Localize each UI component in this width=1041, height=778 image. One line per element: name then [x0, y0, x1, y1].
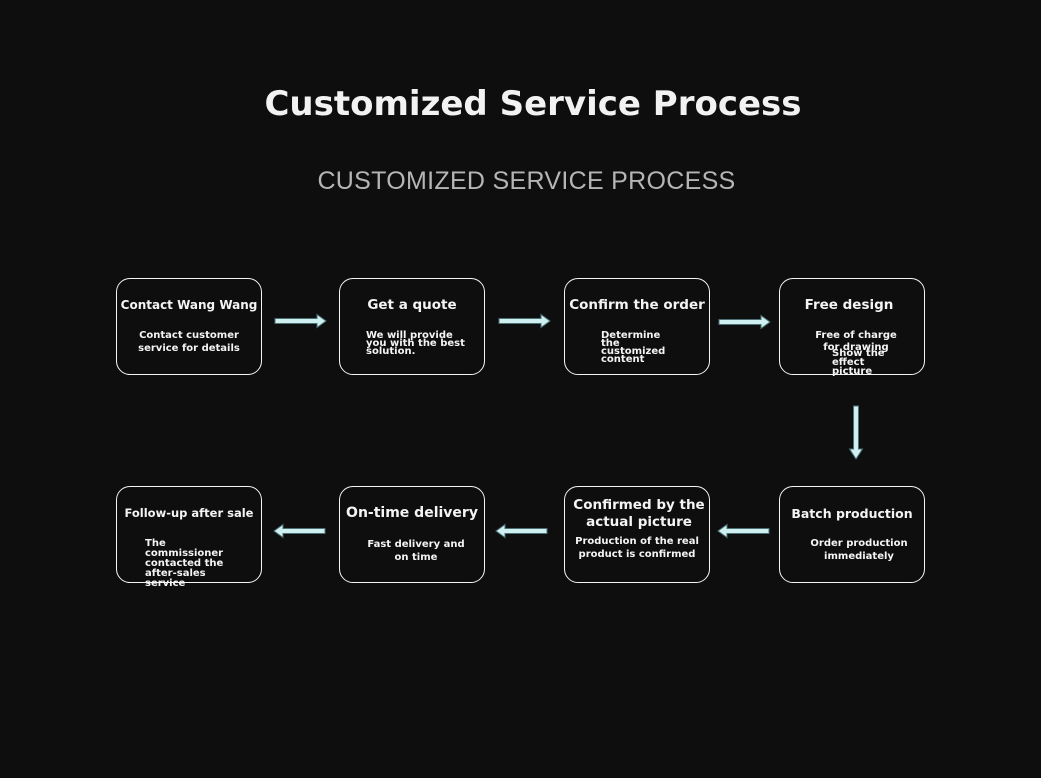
step-description: Contact customer service for details — [138, 330, 240, 354]
step-title: Contact Wang Wang — [120, 298, 258, 312]
step-free-design: Free design Free of charge for drawing S… — [779, 278, 925, 377]
step-title: On-time delivery — [346, 505, 478, 521]
step-confirm-the-order: Confirm the order Determine the customiz… — [564, 278, 710, 375]
page-subtitle: CUSTOMIZED SERVICE PROCESS — [317, 167, 736, 195]
arrow-left-icon — [717, 523, 770, 539]
step-get-a-quote: Get a quote We will provide you with the… — [339, 278, 485, 375]
arrow-right-icon — [498, 313, 551, 329]
step-description: The commissioner contacted the after-sal… — [145, 538, 224, 589]
step-contact-wang-wang: Contact Wang Wang Contact customer servi… — [116, 278, 262, 375]
step-title: Confirmed by the actual picture — [573, 497, 705, 530]
step-description: Order production immediately — [810, 538, 908, 562]
step-title: Batch production — [791, 506, 913, 521]
arrow-right-icon — [718, 314, 771, 330]
step-confirmed-by-picture: Confirmed by the actual picture Producti… — [564, 486, 710, 583]
arrow-left-icon — [495, 523, 548, 539]
step-on-time-delivery: On-time delivery Fast delivery and on ti… — [339, 486, 485, 583]
page-title: Customized Service Process — [264, 84, 802, 124]
step-description: Production of the real product is confir… — [575, 536, 699, 560]
step-title: Confirm the order — [569, 297, 705, 313]
step-description: We will provide you with the best soluti… — [366, 330, 465, 357]
step-follow-up-after-sale: Follow-up after sale The commissioner co… — [116, 486, 262, 589]
arrow-down-icon — [848, 405, 864, 460]
arrow-right-icon — [274, 313, 327, 329]
step-title: Follow-up after sale — [124, 506, 254, 520]
arrow-left-icon — [273, 523, 326, 539]
step-description: Free of charge for drawing — [815, 330, 897, 353]
step-title: Free design — [804, 297, 894, 313]
step-description: Fast delivery and on time — [367, 539, 465, 563]
step-title: Get a quote — [367, 297, 457, 313]
step-extra-description: Show the effect picture — [832, 348, 885, 377]
step-batch-production: Batch production Order production immedi… — [779, 486, 925, 583]
step-description: Determine the customized content — [601, 330, 666, 365]
